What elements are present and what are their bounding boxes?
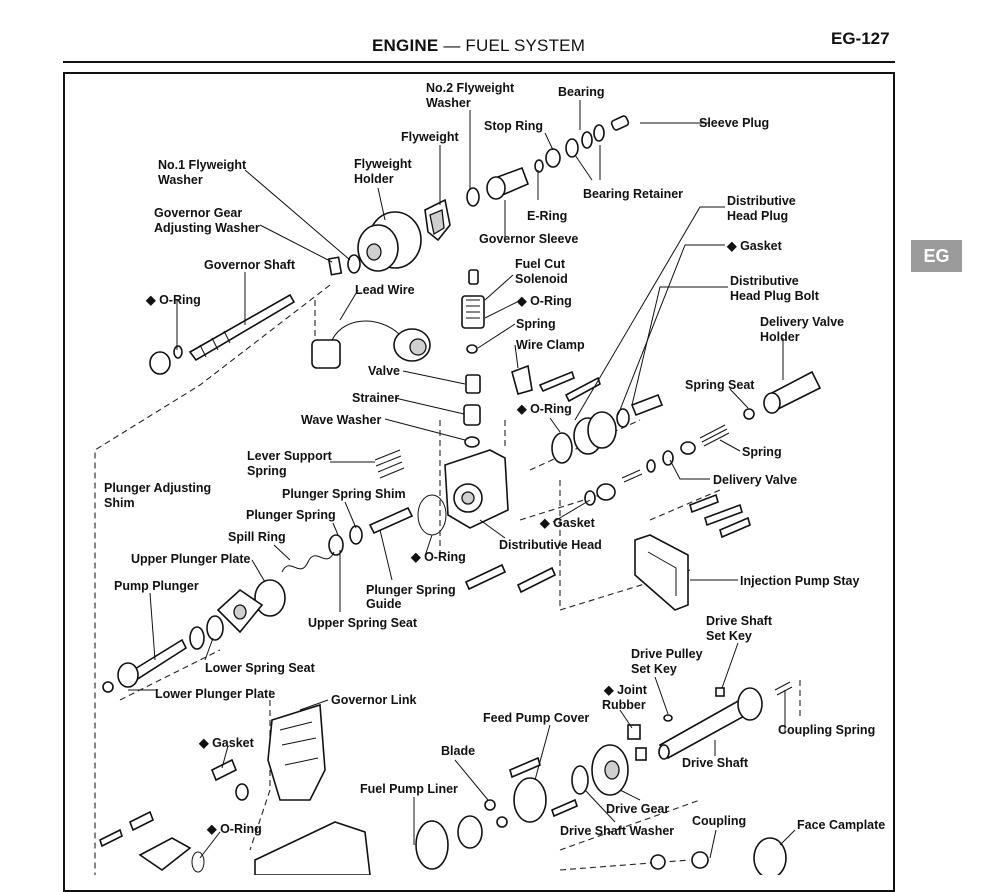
label-wave-washer: Wave Washer: [301, 413, 381, 427]
label-governor-gear-adjusting-washer-line2: Adjusting Washer: [154, 221, 260, 235]
label-injection-pump-stay: Injection Pump Stay: [740, 574, 860, 588]
label-spill-ring: Spill Ring: [228, 530, 286, 544]
label-lower-plunger-plate: Lower Plunger Plate: [155, 687, 275, 701]
page-header: ENGINE — FUEL SYSTEM EG-127: [0, 0, 1001, 70]
label-plunger-spring-guide-line2: Guide: [366, 597, 401, 611]
label-delivery-valve-holder: Delivery Valve: [760, 315, 844, 329]
label-strainer: Strainer: [352, 391, 399, 405]
label-drive-shaft-set-key: Drive Shaft: [706, 614, 773, 628]
label-face-camplate: Face Camplate: [797, 818, 885, 832]
label-lever-support-spring: Lever Support: [247, 449, 333, 463]
label-lower-spring-seat: Lower Spring Seat: [205, 661, 316, 675]
parts: [99, 115, 822, 875]
label-distributive-head-plug-line2: Head Plug: [727, 209, 788, 223]
label-delivery-valve: Delivery Valve: [713, 473, 797, 487]
label-plunger-spring-shim: Plunger Spring Shim: [282, 487, 406, 501]
page-number: EG-127: [831, 29, 890, 48]
label-flyweight-holder-line2: Holder: [354, 172, 394, 186]
label-bearing-retainer: Bearing Retainer: [583, 187, 683, 201]
label-feed-pump-cover: Feed Pump Cover: [483, 711, 589, 725]
label-drive-shaft-washer: Drive Shaft Washer: [560, 824, 674, 838]
label-plunger-spring-guide: Plunger Spring: [366, 583, 456, 597]
label-flyweight: Flyweight: [401, 130, 459, 144]
header-rule: [63, 61, 895, 63]
label-distributive-head: Distributive Head: [499, 538, 602, 552]
label-governor-shaft: Governor Shaft: [204, 258, 296, 272]
label-governor-sleeve: Governor Sleeve: [479, 232, 578, 246]
label-gasket-middle: ◆ Gasket: [539, 516, 596, 530]
label-sleeve-plug: Sleeve Plug: [699, 116, 769, 130]
label-e-ring: E-Ring: [527, 209, 567, 223]
label-drive-gear: Drive Gear: [606, 802, 669, 816]
label-fuel-pump-liner: Fuel Pump Liner: [360, 782, 458, 796]
label-lever-support-spring-line2: Spring: [247, 464, 287, 478]
label-fuel-cut-solenoid: Fuel Cut: [515, 257, 566, 271]
label-governor-gear-adjusting-washer: Governor Gear: [154, 206, 242, 220]
label-plunger-adjusting-shim: Plunger Adjusting: [104, 481, 211, 495]
label-bearing: Bearing: [558, 85, 605, 99]
label-gasket-upper: ◆ Gasket: [726, 239, 783, 253]
section-tab: EG: [911, 240, 962, 272]
label-coupling-spring: Coupling Spring: [778, 723, 875, 737]
label-drive-pulley-set-key-line2: Set Key: [631, 662, 677, 676]
label-governor-link: Governor Link: [331, 693, 416, 707]
label-valve: Valve: [368, 364, 400, 378]
label-distributive-head-plug-bolt: Distributive: [730, 274, 799, 288]
label-spring-solenoid: Spring: [516, 317, 556, 331]
label-plunger-adjusting-shim-line2: Shim: [104, 496, 135, 510]
label-no1-flyweight-washer: No.1 Flyweight: [158, 158, 247, 172]
label-no1-flyweight-washer-line2: Washer: [158, 173, 203, 187]
label-fuel-cut-solenoid-line2: Solenoid: [515, 272, 568, 286]
label-joint-rubber-line2: Rubber: [602, 698, 646, 712]
label-lead-wire: Lead Wire: [355, 283, 415, 297]
label-blade: Blade: [441, 744, 475, 758]
label-o-ring-solenoid: ◆ O-Ring: [516, 294, 572, 308]
label-pump-plunger: Pump Plunger: [114, 579, 199, 593]
label-stop-ring: Stop Ring: [484, 119, 543, 133]
label-wire-clamp: Wire Clamp: [516, 338, 585, 352]
label-distributive-head-plug: Distributive: [727, 194, 796, 208]
label-flyweight-holder: Flyweight: [354, 157, 412, 171]
label-upper-plunger-plate: Upper Plunger Plate: [131, 552, 251, 566]
label-drive-pulley-set-key: Drive Pulley: [631, 647, 703, 661]
label-o-ring-shaft: ◆ O-Ring: [145, 293, 201, 307]
label-coupling: Coupling: [692, 814, 746, 828]
label-gasket-lower: ◆ Gasket: [198, 736, 255, 750]
label-o-ring-bottom: ◆ O-Ring: [206, 822, 262, 836]
part-labels: No.2 Flyweight Washer Bearing Stop Ring …: [104, 81, 885, 838]
label-drive-shaft: Drive Shaft: [682, 756, 749, 770]
label-joint-rubber: ◆ Joint: [603, 683, 648, 697]
label-plunger-spring: Plunger Spring: [246, 508, 336, 522]
label-no2-flyweight-washer: No.2 Flyweight: [426, 81, 515, 95]
label-distributive-head-plug-bolt-line2: Head Plug Bolt: [730, 289, 820, 303]
page-title: ENGINE — FUEL SYSTEM: [372, 36, 586, 55]
label-no2-flyweight-washer-line2: Washer: [426, 96, 471, 110]
label-delivery-valve-holder-line2: Holder: [760, 330, 800, 344]
label-upper-spring-seat: Upper Spring Seat: [308, 616, 418, 630]
label-drive-shaft-set-key-line2: Set Key: [706, 629, 752, 643]
label-o-ring-head: ◆ O-Ring: [516, 402, 572, 416]
leader-lines: [128, 100, 796, 859]
label-spring-seat: Spring Seat: [685, 378, 755, 392]
label-spring-delivery: Spring: [742, 445, 782, 459]
label-o-ring-middle: ◆ O-Ring: [410, 550, 466, 564]
